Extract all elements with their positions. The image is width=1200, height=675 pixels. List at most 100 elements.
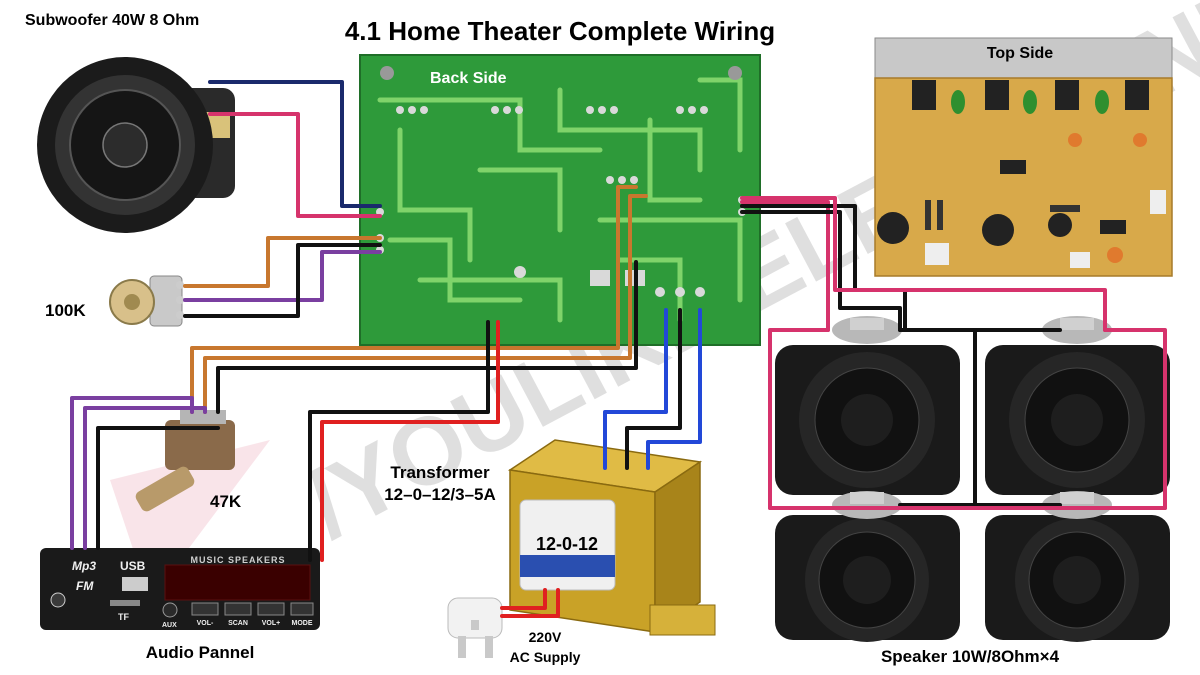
capacitor: [1048, 213, 1072, 237]
vol-up-button[interactable]: [257, 602, 285, 616]
top-side-label: Top Side: [987, 45, 1053, 62]
pcb-traces: [377, 77, 743, 323]
wire-magenta: [740, 200, 830, 332]
pot-47k-shaft: [135, 466, 195, 512]
button-label: VOL-: [197, 620, 214, 627]
capacitor-green: [951, 90, 965, 114]
ac-plug-body: [447, 597, 503, 639]
button-label: VOL+: [262, 620, 280, 627]
pcb-pad-large: [590, 270, 610, 286]
speakers-label: Speaker 10W/8Ohm×4: [881, 647, 1060, 666]
subwoofer-dustcap: [102, 122, 148, 168]
wire-black: [740, 210, 902, 332]
transformer-foot: [649, 604, 716, 636]
ac-plug: [447, 597, 503, 658]
wire-brown: [183, 236, 382, 288]
pcb-mount-hole: [728, 66, 742, 80]
heatsink: [874, 37, 1173, 81]
pot-100k: [109, 275, 184, 327]
pot-100k-label: 100K: [45, 301, 86, 320]
transformer-side: [654, 460, 701, 634]
pot-47k-body: [165, 420, 235, 470]
wire-brown: [203, 194, 648, 414]
power-transistor: [912, 80, 936, 110]
wire-black: [183, 243, 382, 318]
pot-100k-pin: [176, 296, 184, 304]
capacitor-green: [1095, 90, 1109, 114]
button-label: MODE: [292, 620, 313, 627]
audio-aux-label: AUX: [162, 622, 177, 629]
tf-slot[interactable]: [110, 600, 140, 606]
connector: [1150, 190, 1166, 214]
pot-100k-shaft: [124, 294, 140, 310]
subwoofer: [37, 57, 235, 233]
audio-usb-label: USB: [120, 559, 146, 573]
ic-chip: [1000, 160, 1026, 174]
aux-jack[interactable]: [162, 602, 178, 618]
pcb-top: [874, 37, 1173, 277]
capacitor-orange: [1068, 133, 1082, 147]
resistor: [925, 200, 931, 230]
pot-47k-label: 47K: [210, 492, 242, 511]
audio-module: Mp3 FM USB MUSIC SPEAKERS TF AUX VOL- SC…: [40, 548, 320, 630]
speaker: [775, 316, 960, 495]
wire-magenta: [208, 112, 382, 218]
wire-blue: [603, 308, 668, 470]
wire-red: [500, 588, 547, 610]
subwoofer-label: Subwoofer 40W 8 Ohm: [25, 12, 199, 29]
wire-black: [625, 308, 682, 470]
capacitor-green: [1023, 90, 1037, 114]
ac-plug-pin: [485, 636, 493, 658]
wire-blue: [646, 308, 702, 470]
mode-button[interactable]: [290, 602, 314, 616]
audio-panel-label: Audio Pannel: [146, 643, 255, 662]
capacitor: [877, 212, 909, 244]
pcb-mount-hole: [380, 66, 394, 80]
back-side-label: Back Side: [430, 70, 507, 87]
transformer-label-1: Transformer: [390, 463, 490, 482]
transformer-face-label: 12-0-12: [536, 534, 598, 554]
audio-logo-top: Mp3: [72, 559, 96, 573]
wire-purple: [183, 250, 382, 302]
wire-purple: [70, 396, 194, 550]
page-title: 4.1 Home Theater Complete Wiring: [345, 16, 775, 46]
resistor: [937, 200, 943, 230]
ic-chip: [1100, 220, 1126, 234]
resistor: [1050, 205, 1080, 212]
scan-button[interactable]: [224, 602, 252, 616]
wire-black: [308, 320, 490, 562]
capacitor: [982, 214, 1014, 246]
button-label: SCAN: [228, 620, 248, 627]
wire-navy: [208, 80, 382, 208]
wires: [70, 80, 1167, 618]
ac-label-1: 220V: [529, 629, 562, 645]
ac-plug-pin: [458, 636, 466, 658]
pcb-back: [359, 54, 761, 346]
speaker: [775, 491, 960, 642]
audio-logo-bottom: FM: [76, 579, 94, 593]
wire-magenta: [740, 196, 1107, 332]
wire-purple: [83, 406, 207, 550]
usb-port[interactable]: [122, 577, 148, 591]
power-transistor: [985, 80, 1009, 110]
wire-red: [320, 320, 500, 562]
audio-brand: MUSIC SPEAKERS: [190, 555, 285, 565]
pot-100k-pin: [176, 311, 184, 319]
speaker: [985, 491, 1170, 642]
ac-label-2: AC Supply: [510, 649, 581, 665]
audio-tf-label: TF: [118, 612, 129, 622]
transformer-label-2: 12–0–12/3–5A: [384, 485, 496, 504]
connector: [1070, 252, 1090, 268]
pcb-top-board: [874, 77, 1173, 277]
wire-red: [500, 588, 560, 618]
pot-47k: [135, 410, 235, 512]
power-transistor: [1125, 80, 1149, 110]
transformer: 12-0-12: [507, 439, 716, 636]
audio-display: [164, 564, 311, 601]
pcb-pads: [376, 106, 746, 297]
vol-down-button[interactable]: [191, 602, 219, 616]
power-transistor: [1055, 80, 1079, 110]
ac-plug-pin: [471, 620, 479, 630]
capacitor-orange: [1133, 133, 1147, 147]
